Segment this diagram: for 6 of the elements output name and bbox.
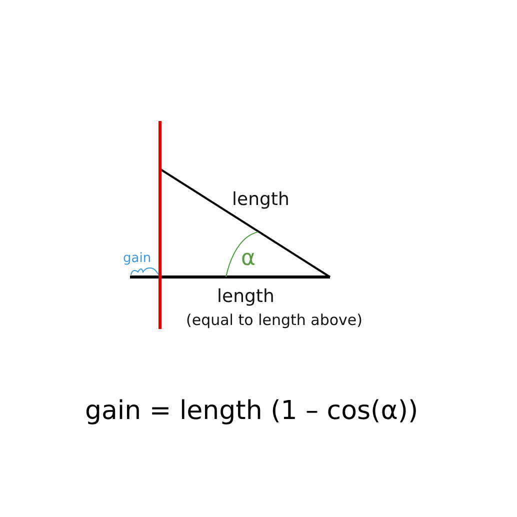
formula: gain = length (1 – cos(α)) [85, 398, 418, 424]
side-label: length [217, 288, 274, 306]
angle-label: α [241, 248, 256, 270]
note-text: (equal to length above) [186, 313, 362, 328]
gain-label: gain [123, 252, 152, 265]
side-label: length [232, 191, 290, 209]
